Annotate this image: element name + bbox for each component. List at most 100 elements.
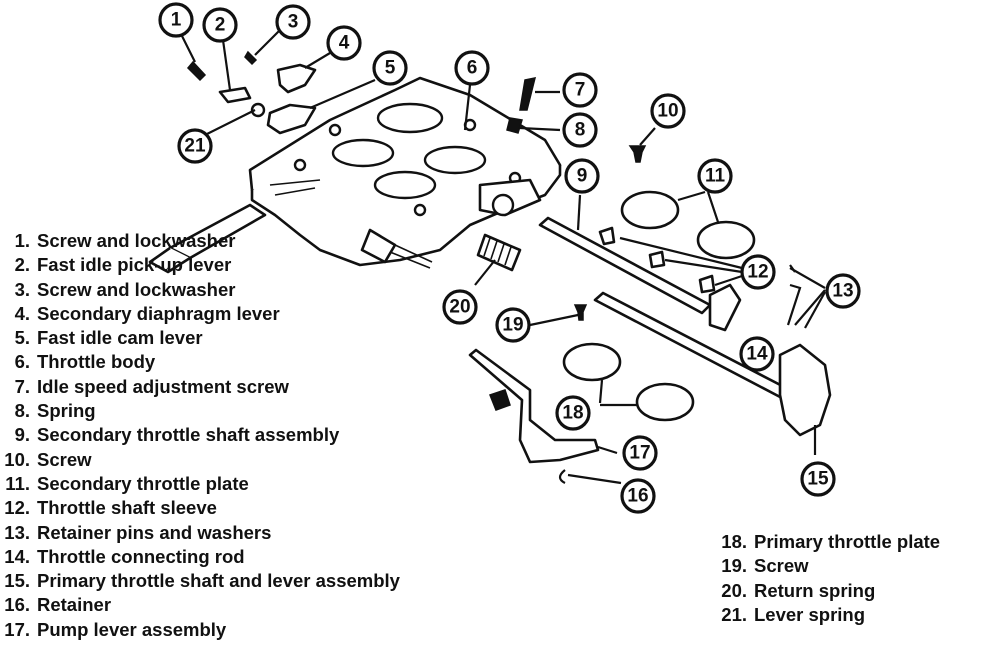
- legend-label: Screw: [37, 448, 92, 470]
- callout-14: 14: [739, 336, 775, 372]
- legend-number: 12.: [4, 497, 30, 519]
- svg-text:13: 13: [832, 281, 853, 302]
- legend-item: 4.Secondary diaphragm lever: [0, 302, 400, 326]
- callout-2: 2: [202, 7, 238, 43]
- legend-label: Fast idle cam lever: [37, 327, 203, 349]
- screw-part-19: [573, 304, 588, 321]
- legend-label: Throttle shaft sleeve: [37, 497, 217, 519]
- svg-text:2: 2: [215, 15, 226, 36]
- parts-legend-left: 1.Screw and lockwasher 2. Fast idle pick-…: [0, 229, 400, 642]
- legend-number: 10.: [4, 448, 30, 470]
- svg-text:3: 3: [288, 12, 299, 33]
- legend-number: 2.: [14, 254, 30, 276]
- cam-lever-part-5: [266, 103, 317, 135]
- spring-part-8: [506, 117, 523, 134]
- svg-text:8: 8: [575, 120, 586, 141]
- svg-text:5: 5: [385, 58, 396, 79]
- svg-text:16: 16: [627, 486, 648, 507]
- legend-label: Fast idle pick-up lever: [37, 254, 232, 276]
- throttle-body-part: [148, 76, 562, 274]
- legend-label: Primary throttle plate: [754, 531, 941, 552]
- secondary-plate-part-11: [620, 190, 756, 260]
- secondary-shaft-part-9: [538, 216, 742, 332]
- callout-10: 10: [650, 93, 686, 129]
- callout-16: 16: [620, 478, 656, 514]
- legend-label: Return spring: [754, 579, 876, 601]
- retainer-pins-part-13: [786, 264, 802, 326]
- svg-text:12: 12: [747, 262, 768, 283]
- legend-label: Screw and lockwasher: [37, 230, 236, 251]
- screw-part-1: [186, 60, 207, 82]
- legend-number: 8.: [14, 400, 30, 422]
- svg-text:7: 7: [575, 80, 586, 101]
- callout-19: 19: [495, 307, 531, 343]
- primary-shaft-part-15: [593, 291, 832, 437]
- legend-label: Idle speed adjustment screw: [37, 375, 289, 397]
- legend-number: 5.: [14, 327, 30, 349]
- return-spring-part-20: [476, 233, 522, 272]
- legend-item: 19.Screw: [717, 554, 940, 578]
- legend-number: 16.: [4, 594, 30, 616]
- legend-number: 17.: [4, 618, 30, 640]
- pickup-lever-part-2: [218, 86, 252, 104]
- callout-5: 5: [372, 50, 408, 86]
- pump-lever-part-17: [468, 348, 600, 464]
- callout-9: 9: [564, 158, 600, 194]
- callout-7: 7: [562, 72, 598, 108]
- svg-text:21: 21: [184, 136, 206, 157]
- callout-8: 8: [562, 112, 598, 148]
- primary-plate-part-18: [562, 342, 695, 422]
- callout-4: 4: [326, 25, 362, 61]
- legend-label: Spring: [37, 400, 96, 422]
- leader-lines: [179, 29, 826, 485]
- screw-part-10: [628, 145, 647, 163]
- legend-item: 7.Idle speed adjustment screw: [0, 375, 400, 399]
- svg-text:4: 4: [339, 33, 350, 54]
- shaft-sleeve-part-12: [598, 226, 716, 294]
- legend-item: 13. Retainer pins and washers: [0, 521, 400, 545]
- svg-text:15: 15: [807, 469, 829, 490]
- legend-item: 10. Screw: [0, 448, 400, 472]
- callout-18: 18: [555, 395, 591, 431]
- legend-item: 15.Primary throttle shaft and lever asse…: [0, 569, 400, 593]
- svg-text:17: 17: [629, 443, 650, 464]
- legend-number: 21.: [721, 603, 747, 625]
- legend-item: 1.Screw and lockwasher: [0, 229, 400, 253]
- idle-screw-part-7: [519, 77, 537, 111]
- callout-15: 15: [800, 461, 836, 497]
- svg-text:19: 19: [502, 315, 523, 336]
- svg-text:9: 9: [577, 166, 588, 187]
- legend-item: 9.Secondary throttle shaft assembly: [0, 423, 400, 447]
- legend-label: Retainer pins and washers: [37, 521, 272, 543]
- legend-item: 18. Primary throttle plate: [717, 530, 940, 554]
- legend-label: Throttle body: [37, 351, 156, 373]
- legend-number: 13.: [4, 521, 30, 543]
- legend-item: 17. Pump lever assembly: [0, 618, 400, 642]
- svg-text:14: 14: [746, 344, 768, 365]
- legend-label: Secondary throttle shaft assembly: [37, 424, 340, 446]
- legend-number: 20.: [721, 579, 747, 601]
- legend-number: 15.: [4, 570, 30, 592]
- lever-spring-part-21: [250, 102, 266, 118]
- callout-20: 20: [442, 289, 478, 325]
- legend-number: 11.: [5, 472, 30, 494]
- legend-number: 3.: [14, 278, 30, 300]
- legend-label: Lever spring: [754, 603, 866, 625]
- legend-item: 14.Throttle connecting rod: [0, 545, 400, 569]
- legend-item: 16.Retainer: [0, 593, 400, 617]
- screw-part-3: [244, 50, 258, 66]
- callout-13: 13: [825, 273, 861, 309]
- legend-item: 8. Spring: [0, 399, 400, 423]
- legend-number: 14.: [4, 545, 30, 567]
- legend-number: 18.: [721, 531, 747, 552]
- legend-label: Pump lever assembly: [37, 618, 227, 640]
- legend-item: 21. Lever spring: [717, 603, 940, 627]
- svg-text:1: 1: [171, 10, 182, 31]
- legend-item: 6. Throttle body: [0, 350, 400, 374]
- callout-1: 1: [158, 2, 194, 38]
- legend-number: 6.: [14, 351, 30, 373]
- legend-number: 19.: [721, 555, 747, 577]
- callout-12: 12: [740, 254, 776, 290]
- diaphragm-lever-part-4: [276, 63, 317, 94]
